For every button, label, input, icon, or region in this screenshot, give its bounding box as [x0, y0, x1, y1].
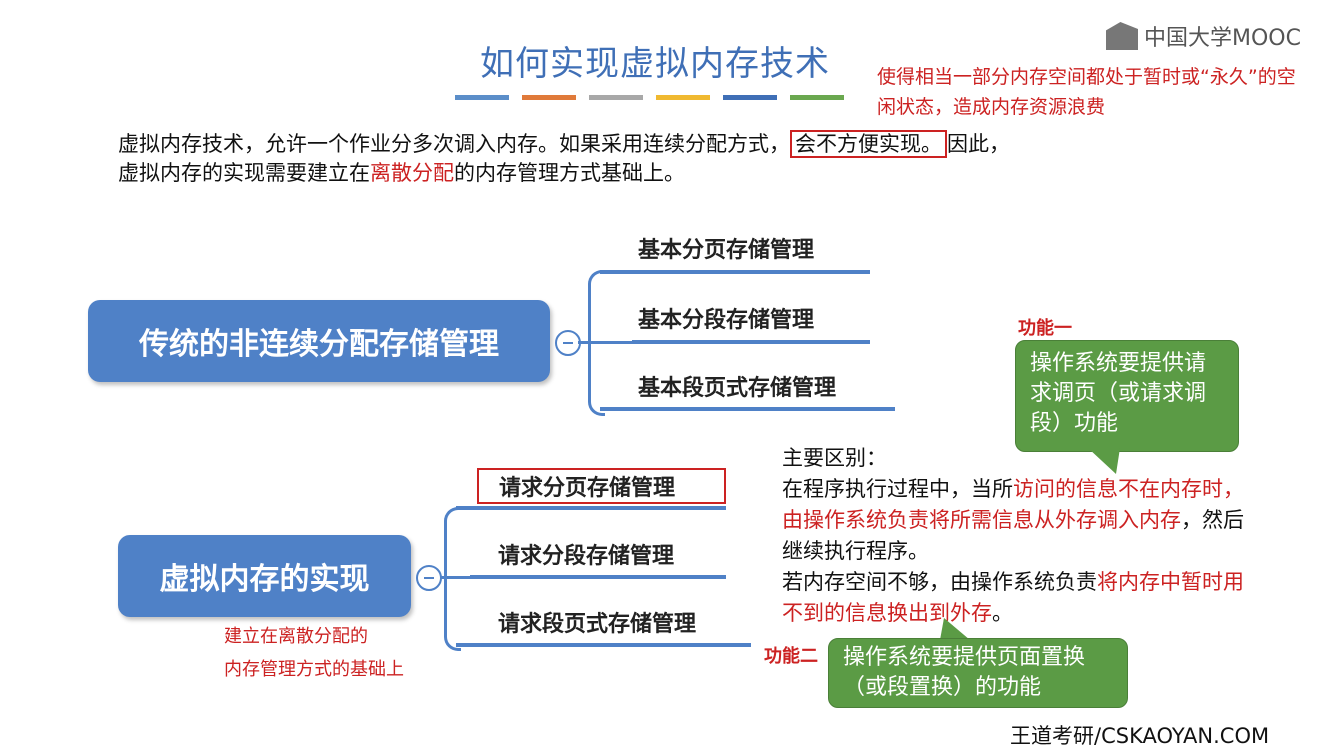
branch-basic-segment: 基本分段存储管理 [638, 308, 815, 333]
virtual-basis-note: 建立在离散分配的 内存管理方式的基础上 [224, 620, 404, 686]
traditional-node[interactable]: 传统的非连续分配存储管理 [88, 300, 550, 382]
virtual-memory-node-label: 虚拟内存的实现 [159, 562, 370, 597]
branch-request-segpage-line [456, 643, 751, 647]
branch-request-segpage: 请求段页式存储管理 [498, 612, 697, 637]
title-bar-4 [656, 95, 710, 100]
branch-basic-segpage: 基本段页式存储管理 [638, 376, 837, 401]
difference-2-text-a: 若内存空间不够，由操作系统负责 [782, 570, 1097, 594]
function1-callout: 操作系统要提供请求调页（或请求调段）功能 [1015, 340, 1239, 452]
differences-block: 主要区别： 在程序执行过程中，当所访问的信息不在内存时，由操作系统负责将所需信息… [782, 443, 1252, 629]
difference-1-text-b: ，然后继续执行程序。 [782, 508, 1244, 563]
virtual-mid-connector [440, 576, 470, 579]
branch-basic-paging-line [600, 270, 870, 274]
title-bar-2 [522, 95, 576, 100]
difference-2-red: 将内存中暂时用不到的信息换出到外存 [782, 570, 1244, 625]
para-red-text: 离散分配 [370, 161, 454, 185]
function2-label: 功能二 [764, 646, 818, 667]
branch-basic-paging: 基本分页存储管理 [638, 238, 815, 263]
mooc-logo-icon [1106, 22, 1138, 50]
difference-1: 在程序执行过程中，当所访问的信息不在内存时，由操作系统负责将所需信息从外存调入内… [782, 474, 1252, 567]
virtual-memory-node[interactable]: 虚拟内存的实现 [118, 535, 411, 617]
title-bar-1 [455, 95, 509, 100]
branch-basic-segment-line [632, 340, 870, 344]
intro-paragraph: 虚拟内存技术，允许一个作业分多次调入内存。如果采用连续分配方式，会不方便实现。因… [118, 130, 1238, 188]
traditional-bracket [588, 270, 605, 416]
function2-text: 操作系统要提供页面置换（或段置换）的功能 [843, 645, 1086, 700]
difference-2-text-b: 。 [992, 601, 1013, 625]
virtual-basis-note-line1: 建立在离散分配的 [224, 626, 368, 647]
para-text-1: 虚拟内存技术，允许一个作业分多次调入内存。如果采用连续分配方式， [118, 132, 790, 156]
branch-request-segment: 请求分段存储管理 [498, 544, 675, 569]
traditional-mid-connector [590, 341, 632, 344]
difference-2: 若内存空间不够，由操作系统负责将内存中暂时用不到的信息换出到外存。 [782, 567, 1252, 629]
branch-request-paging-line [456, 506, 726, 510]
branch-request-paging: 请求分页存储管理 [477, 468, 726, 504]
mooc-logo: 中国大学MOOC [1106, 20, 1301, 52]
slide-title: 如何实现虚拟内存技术 [480, 44, 830, 84]
function1-pointer [1088, 448, 1120, 474]
title-underline-bars [455, 95, 844, 101]
title-bar-5 [723, 95, 777, 100]
title-bar-3 [589, 95, 643, 100]
virtual-collapse-button[interactable] [416, 565, 442, 591]
branch-request-segment-line [470, 575, 726, 579]
traditional-connector [578, 341, 590, 344]
para-text-2: 因此， [947, 132, 1010, 156]
function2-callout: 操作系统要提供页面置换（或段置换）的功能 [828, 638, 1128, 708]
para-text-3: 虚拟内存的实现需要建立在 [118, 161, 370, 185]
virtual-basis-note-line2: 内存管理方式的基础上 [224, 659, 404, 680]
function1-label: 功能一 [1018, 318, 1072, 339]
branch-basic-segpage-line [600, 407, 895, 411]
logo-text: 中国大学MOOC [1144, 26, 1301, 51]
virtual-bracket [444, 507, 461, 651]
traditional-node-label: 传统的非连续分配存储管理 [139, 327, 499, 362]
differences-heading: 主要区别： [782, 446, 887, 470]
difference-1-text-a: 在程序执行过程中，当所 [782, 477, 1013, 501]
waste-note: 使得相当一部分内存空间都处于暂时或“永久”的空闲状态，造成内存资源浪费 [877, 66, 1296, 118]
para-text-4: 的内存管理方式基础上。 [454, 161, 685, 185]
para-boxed-text: 会不方便实现。 [790, 130, 947, 158]
traditional-collapse-button[interactable] [555, 330, 581, 356]
title-bar-6 [790, 95, 844, 100]
footer-watermark: 王道考研/CSKAOYAN.COM [1010, 724, 1270, 748]
function2-pointer [940, 618, 970, 640]
difference-1-red: 访问的信息不在内存时，由操作系统负责将所需信息从外存调入内存 [782, 477, 1244, 532]
function1-text: 操作系统要提供请求调页（或请求调段）功能 [1030, 351, 1207, 436]
